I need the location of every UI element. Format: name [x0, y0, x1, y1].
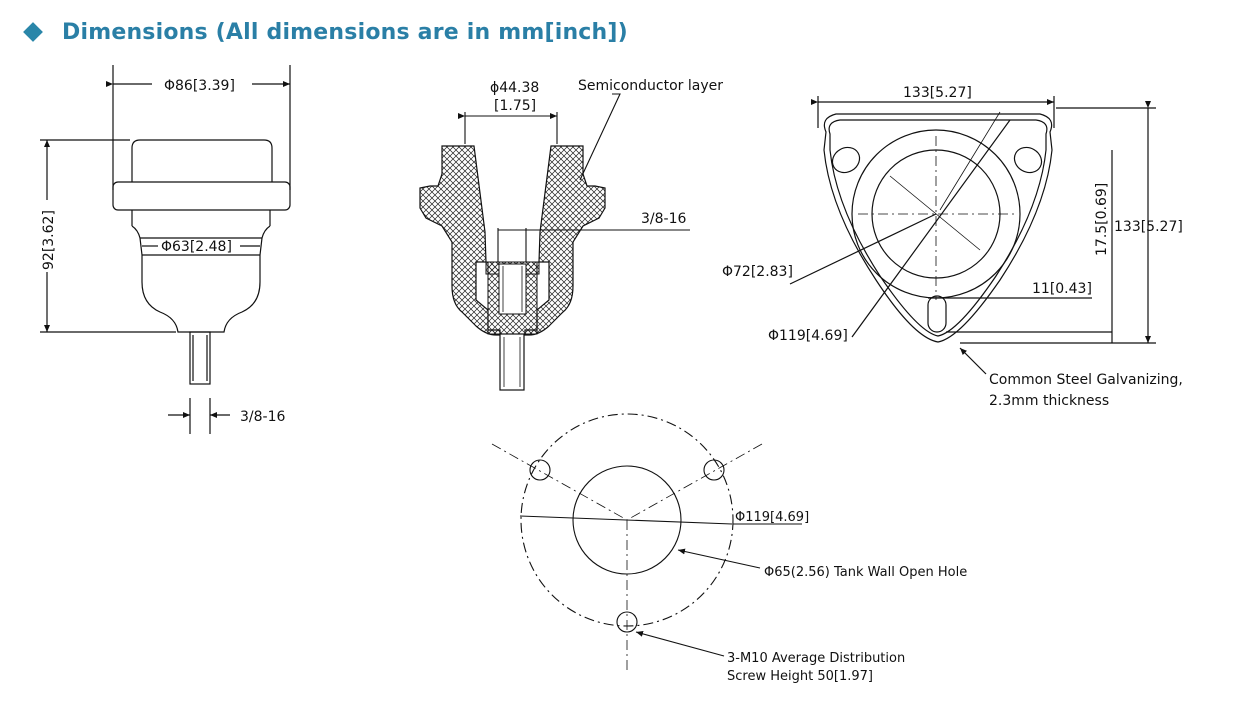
side-height-label: 92[3.62] — [41, 210, 57, 270]
flange-material-label: Common Steel Galvanizing, — [989, 372, 1183, 388]
flange-outer-diameter-label: Φ119[4.69] — [768, 328, 848, 344]
hole-pattern-drawing — [491, 413, 802, 672]
hole-pcd-label: Φ119[4.69] — [735, 510, 809, 525]
semiconductor-layer-label: Semiconductor layer — [578, 78, 723, 94]
side-width-label: Φ86[3.39] — [164, 78, 235, 94]
flange-offset-label: 11[0.43] — [1032, 281, 1092, 297]
section-thread-label: 3/8-16 — [641, 211, 686, 227]
side-view-drawing — [40, 65, 291, 434]
tank-wall-hole-label: Φ65(2.56) Tank Wall Open Hole — [764, 565, 967, 580]
screw-spec-label: 3-M10 Average Distribution — [727, 651, 905, 666]
flange-view-drawing — [789, 96, 1156, 375]
side-thread-label: 3/8-16 — [240, 409, 285, 425]
section-diameter-label: ϕ44.38 — [490, 80, 539, 96]
screw-height-label: Screw Height 50[1.97] — [727, 669, 873, 684]
page-title: Dimensions (All dimensions are in mm[inc… — [62, 19, 628, 45]
flange-inner-diameter-label: Φ72[2.83] — [722, 264, 793, 280]
flange-height-label: 133[5.27] — [1114, 219, 1183, 235]
section-view-drawing — [419, 93, 690, 391]
flange-width-label: 133[5.27] — [903, 85, 972, 101]
flange-side-label: 17.5[0.69] — [1094, 183, 1110, 256]
side-inner-diameter-label: Φ63[2.48] — [161, 239, 232, 255]
section-diameter-inch-label: [1.75] — [494, 98, 536, 114]
section-header: Dimensions (All dimensions are in mm[inc… — [18, 14, 628, 50]
flange-thickness-label: 2.3mm thickness — [989, 393, 1109, 409]
